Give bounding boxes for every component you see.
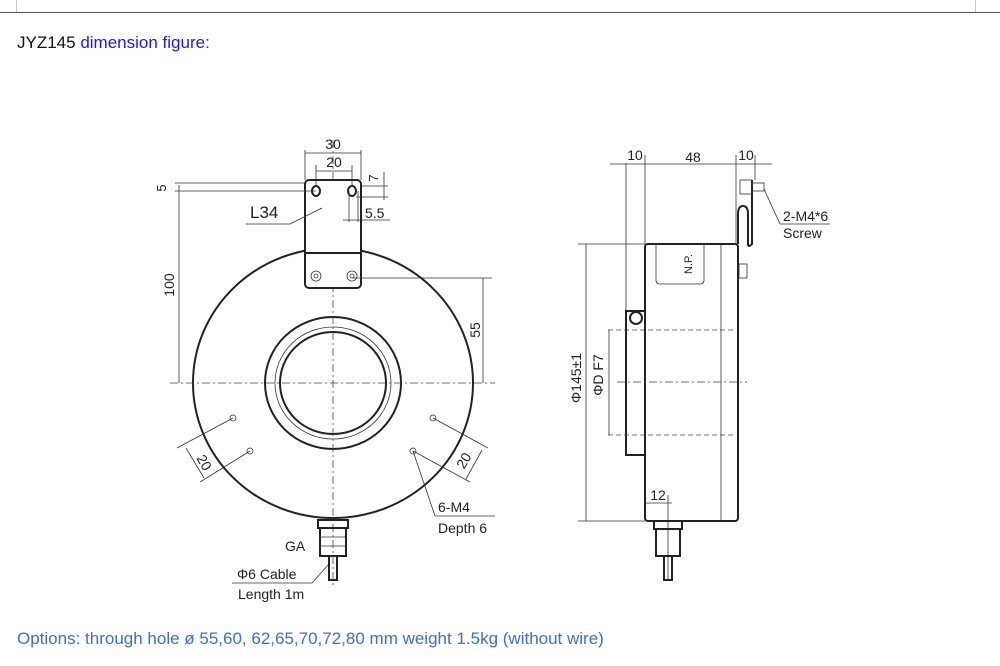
heading-label: dimension figure: <box>80 33 210 52</box>
top-divider <box>0 12 1000 13</box>
dim-left-hole: 20 <box>194 452 216 474</box>
screw-shank <box>751 182 765 192</box>
dim-line <box>465 449 483 480</box>
dim-body: 48 <box>685 149 701 165</box>
dim-outer-diameter: Φ145±1 <box>568 353 584 403</box>
bracket-label: L34 <box>250 203 278 222</box>
dim-top-offset: 5 <box>154 184 169 191</box>
dim-bore-diameter: ΦD F7 <box>590 354 606 396</box>
side-cable-gland <box>653 520 683 581</box>
bracket-screw <box>310 270 322 282</box>
dim-hole-dia: 5.5 <box>365 205 385 221</box>
dim-height: 100 <box>161 273 177 297</box>
hub-flange <box>625 310 646 456</box>
connector-label: GA <box>285 538 306 554</box>
screw-label: 2-M4*6 <box>783 208 828 224</box>
page-heading: JYZ145 dimension figure: <box>17 33 210 53</box>
dim-line <box>176 417 234 449</box>
thread-holes <box>229 414 437 455</box>
dim-center: 55 <box>467 322 483 338</box>
front-view: 30 20 5 7 5.5 L34 100 55 20 <box>154 136 495 602</box>
leader-line <box>763 188 781 225</box>
side-bracket <box>737 180 753 247</box>
cable-gland <box>317 519 349 581</box>
dim-hole-spacing: 20 <box>326 154 342 170</box>
dim-hole-offset: 7 <box>366 174 381 181</box>
dim-line <box>199 450 251 483</box>
leader-line <box>311 564 329 584</box>
side-view: N.P. 10 48 10 2-M4*6 Screw Φ145±1 ΦD F7 … <box>568 147 830 581</box>
dim-cable-offset: 12 <box>650 487 666 503</box>
bracket-screw <box>738 263 748 279</box>
nameplate-label: N.P. <box>683 254 695 274</box>
screw-sub: Screw <box>783 225 823 241</box>
bracket-screw-inner <box>313 273 319 279</box>
column-divider <box>16 0 17 12</box>
column-divider <box>975 0 976 12</box>
model-name: JYZ145 <box>17 33 76 52</box>
nameplate <box>655 244 705 285</box>
bracket-screw <box>346 270 358 282</box>
dim-bracket: 10 <box>738 147 754 163</box>
mounting-bracket <box>304 179 362 289</box>
options-note: Options: through hole ø 55,60, 62,65,70,… <box>17 629 604 648</box>
dim-line <box>412 450 471 483</box>
thread-label: 6-M4 <box>438 499 470 515</box>
screw-head <box>739 179 753 195</box>
set-screw <box>629 311 643 325</box>
encoder-body <box>644 243 739 522</box>
dim-line <box>432 417 489 449</box>
dim-flange: 10 <box>627 147 643 163</box>
dim-width: 30 <box>325 136 341 152</box>
dim-right-hole: 20 <box>453 450 475 472</box>
cable-label: Φ6 Cable <box>237 566 297 582</box>
thread-depth: Depth 6 <box>438 520 487 536</box>
dim-line <box>185 447 205 479</box>
cable-length: Length 1m <box>238 586 304 602</box>
leader-line <box>289 207 323 225</box>
leader-line <box>412 450 436 517</box>
